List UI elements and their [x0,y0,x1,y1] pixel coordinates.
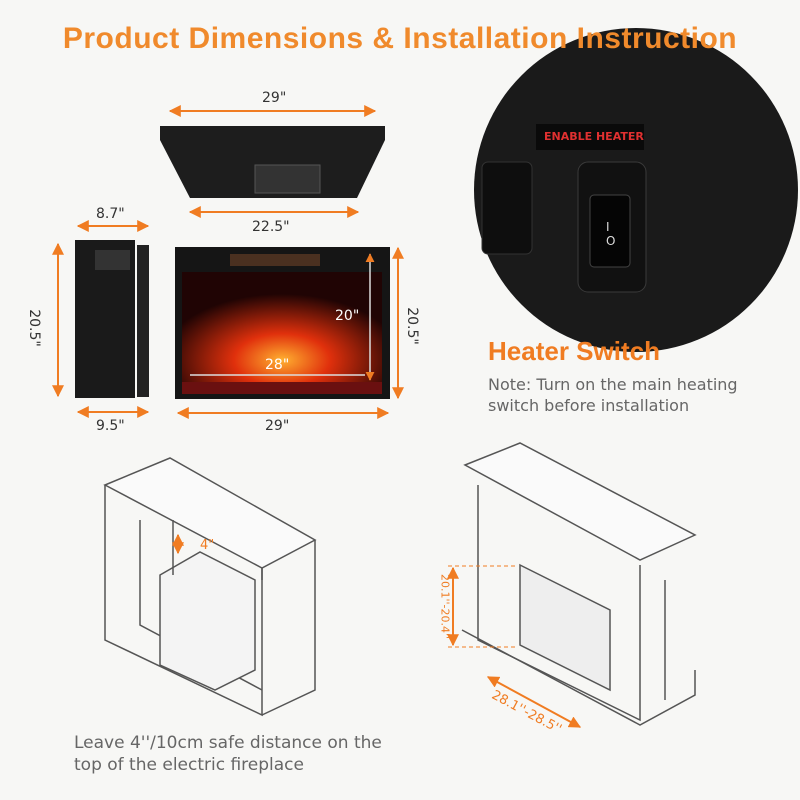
front-width-inner-label: 28" [265,357,290,373]
top-view-unit [160,126,385,198]
top-width-label: 29" [262,90,287,106]
page-title: Product Dimensions & Installation Instru… [62,22,738,55]
front-height-outer-label: 20.5" [403,307,420,345]
install-note: Leave 4''/10cm safe distance on the top … [74,733,382,775]
front-width-outer-label: 29" [265,418,290,434]
front-view-unit [175,247,390,399]
side-height-label: 20.5" [25,309,42,347]
mantel-opening-height-label: 20.1''-20.4'' [438,573,452,640]
heater-switch-heading: Heater Switch [488,336,660,366]
heater-switch-note: Note: Turn on the main heating switch be… [488,375,738,415]
side-depth-bottom-label: 9.5" [96,418,125,434]
front-height-inner-label: 20" [335,308,360,324]
mantel-opening-width-line [486,676,582,728]
top-depth-label: 22.5" [252,219,290,235]
enable-heater-label: ENABLE HEATER [544,130,644,143]
clearance-label: 4" [200,538,215,553]
side-depth-top-label: 8.7" [96,206,125,222]
side-view-unit [75,240,149,398]
mantel-installation-drawing [103,457,317,717]
heater-switch-closeup [474,28,798,352]
